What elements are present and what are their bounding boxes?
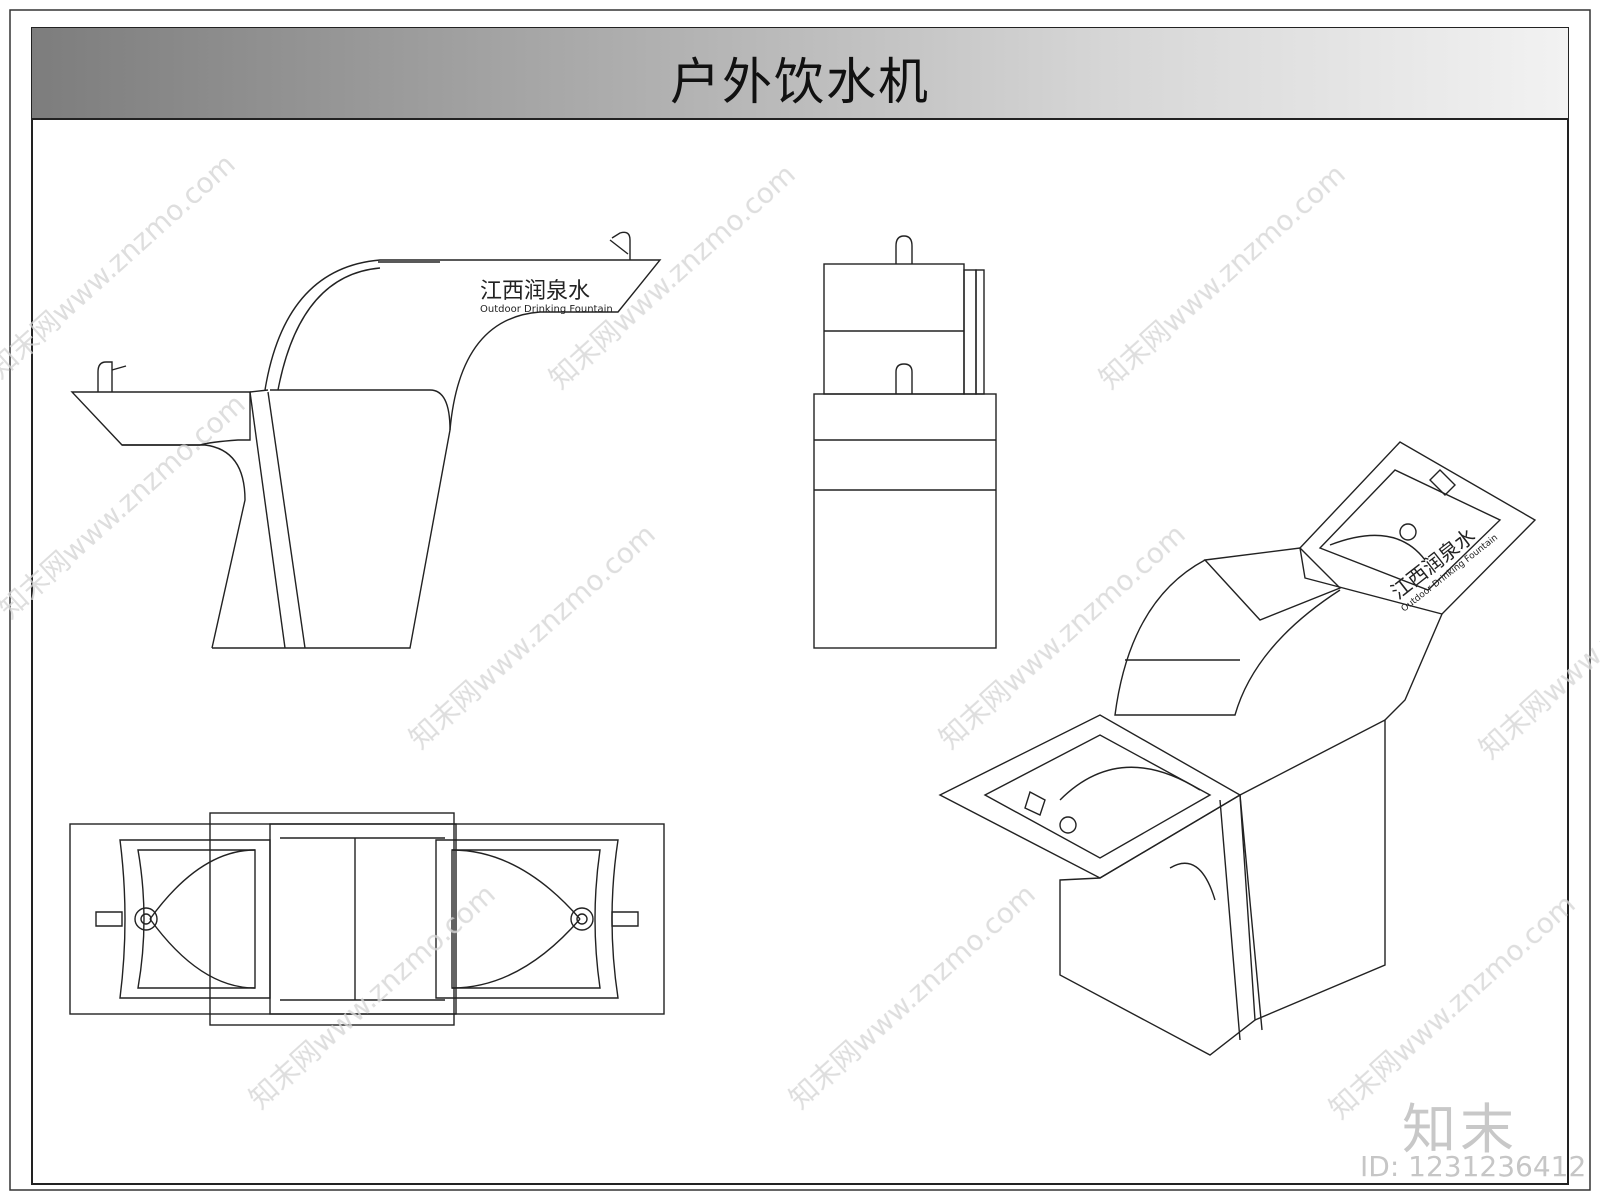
perspective-view — [938, 441, 1537, 1056]
watermark-text: 知末网www.znzmo.com — [243, 877, 502, 1115]
brand-name-cn: 江西润泉水 — [480, 279, 590, 304]
watermark-id: ID: 1231236412 — [1360, 1150, 1587, 1183]
title-bar — [32, 28, 1568, 120]
watermark-text: 知末网www.znzmo.com — [0, 147, 242, 385]
side-elevation-view — [70, 231, 662, 649]
watermark-text: 知末网www.znzmo.com — [783, 877, 1042, 1115]
watermark-logo: 知末 — [1402, 1098, 1518, 1161]
watermark-text: 知末网www.znzmo.com — [0, 387, 252, 625]
watermark-layer: 知末网www.znzmo.com 知末网www.znzmo.com 知末网www… — [0, 147, 1600, 1125]
watermark-text: 知末网www.znzmo.com — [1093, 157, 1352, 395]
front-elevation-view — [813, 235, 997, 649]
watermark-text: 知末网www.znzmo.com — [543, 157, 802, 395]
brand-name-en: Outdoor Drinking Fountain — [480, 304, 613, 315]
outer-frame — [9, 9, 1591, 1191]
plan-view — [69, 812, 665, 1026]
watermark-text: 知末网www.znzmo.com — [933, 517, 1192, 755]
sheet-title: 户外饮水机 — [670, 53, 930, 111]
inner-frame — [31, 27, 1569, 1185]
watermark-text: 知末网www.znzmo.com — [403, 517, 662, 755]
